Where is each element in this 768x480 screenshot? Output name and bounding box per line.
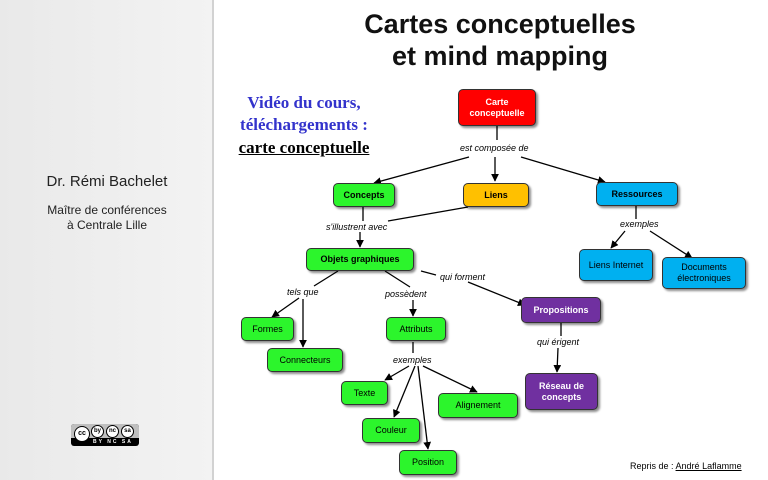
- sa-icon: sa: [121, 425, 134, 438]
- relation-qui-forment: qui forment: [440, 272, 486, 282]
- author-role-line-1: Maître de conférences: [47, 203, 167, 217]
- relation-exemples-attributs: exemples: [393, 355, 432, 365]
- video-link-line-3[interactable]: carte conceptuelle: [238, 138, 370, 157]
- relation-possedent: possèdent: [385, 289, 427, 299]
- node-couleur: Couleur: [362, 418, 420, 443]
- credit-prefix: Repris de :: [630, 461, 674, 471]
- node-texte: Texte: [341, 381, 388, 405]
- nc-icon: nc: [106, 425, 119, 438]
- node-alignement: Alignement: [438, 393, 518, 418]
- node-liens: Liens: [463, 183, 529, 207]
- credit-author-link[interactable]: André Laflamme: [675, 461, 742, 471]
- video-link-line-2[interactable]: téléchargements :: [240, 115, 368, 134]
- node-liens-internet: Liens Internet: [579, 249, 653, 281]
- node-attributs: Attributs: [386, 317, 446, 341]
- node-carte-conceptuelle: Carte conceptuelle: [458, 89, 536, 126]
- node-objets-graphiques: Objets graphiques: [306, 248, 414, 271]
- video-link-line-1[interactable]: Vidéo du cours,: [247, 93, 361, 112]
- node-ressources: Ressources: [596, 182, 678, 206]
- node-position: Position: [399, 450, 457, 475]
- node-connecteurs: Connecteurs: [267, 348, 343, 372]
- relation-tels-que: tels que: [287, 287, 319, 297]
- sidebar: Dr. Rémi Bachelet Maître de conférences …: [0, 0, 214, 480]
- author-role: Maître de conférences à Centrale Lille: [0, 203, 214, 233]
- relation-sillustrent-avec: s'illustrent avec: [326, 222, 388, 232]
- node-formes: Formes: [241, 317, 294, 341]
- creative-commons-license-badge[interactable]: cc by nc sa BY NC SA: [71, 424, 139, 446]
- node-reseau-de-concepts: Réseau de concepts: [525, 373, 598, 410]
- cc-icon: cc: [74, 426, 90, 442]
- relation-qui-erigent: qui érigent: [537, 337, 580, 347]
- relation-est-composee-de: est composée de: [460, 143, 529, 153]
- credit: Repris de : André Laflamme: [630, 461, 742, 471]
- by-icon: by: [91, 425, 104, 438]
- slide-title: Cartes conceptuelles et mind mapping: [290, 8, 710, 72]
- author-name: Dr. Rémi Bachelet: [46, 173, 168, 190]
- node-concepts: Concepts: [333, 183, 395, 207]
- slide-title-line-2: et mind mapping: [392, 41, 608, 71]
- license-labels: BY NC SA: [93, 439, 133, 445]
- author-role-line-2: à Centrale Lille: [66, 218, 148, 232]
- node-documents-electroniques: Documents électroniques: [662, 257, 746, 289]
- slide-title-line-1: Cartes conceptuelles: [364, 9, 636, 39]
- relation-exemples-ressources: exemples: [620, 219, 659, 229]
- node-propositions: Propositions: [521, 297, 601, 323]
